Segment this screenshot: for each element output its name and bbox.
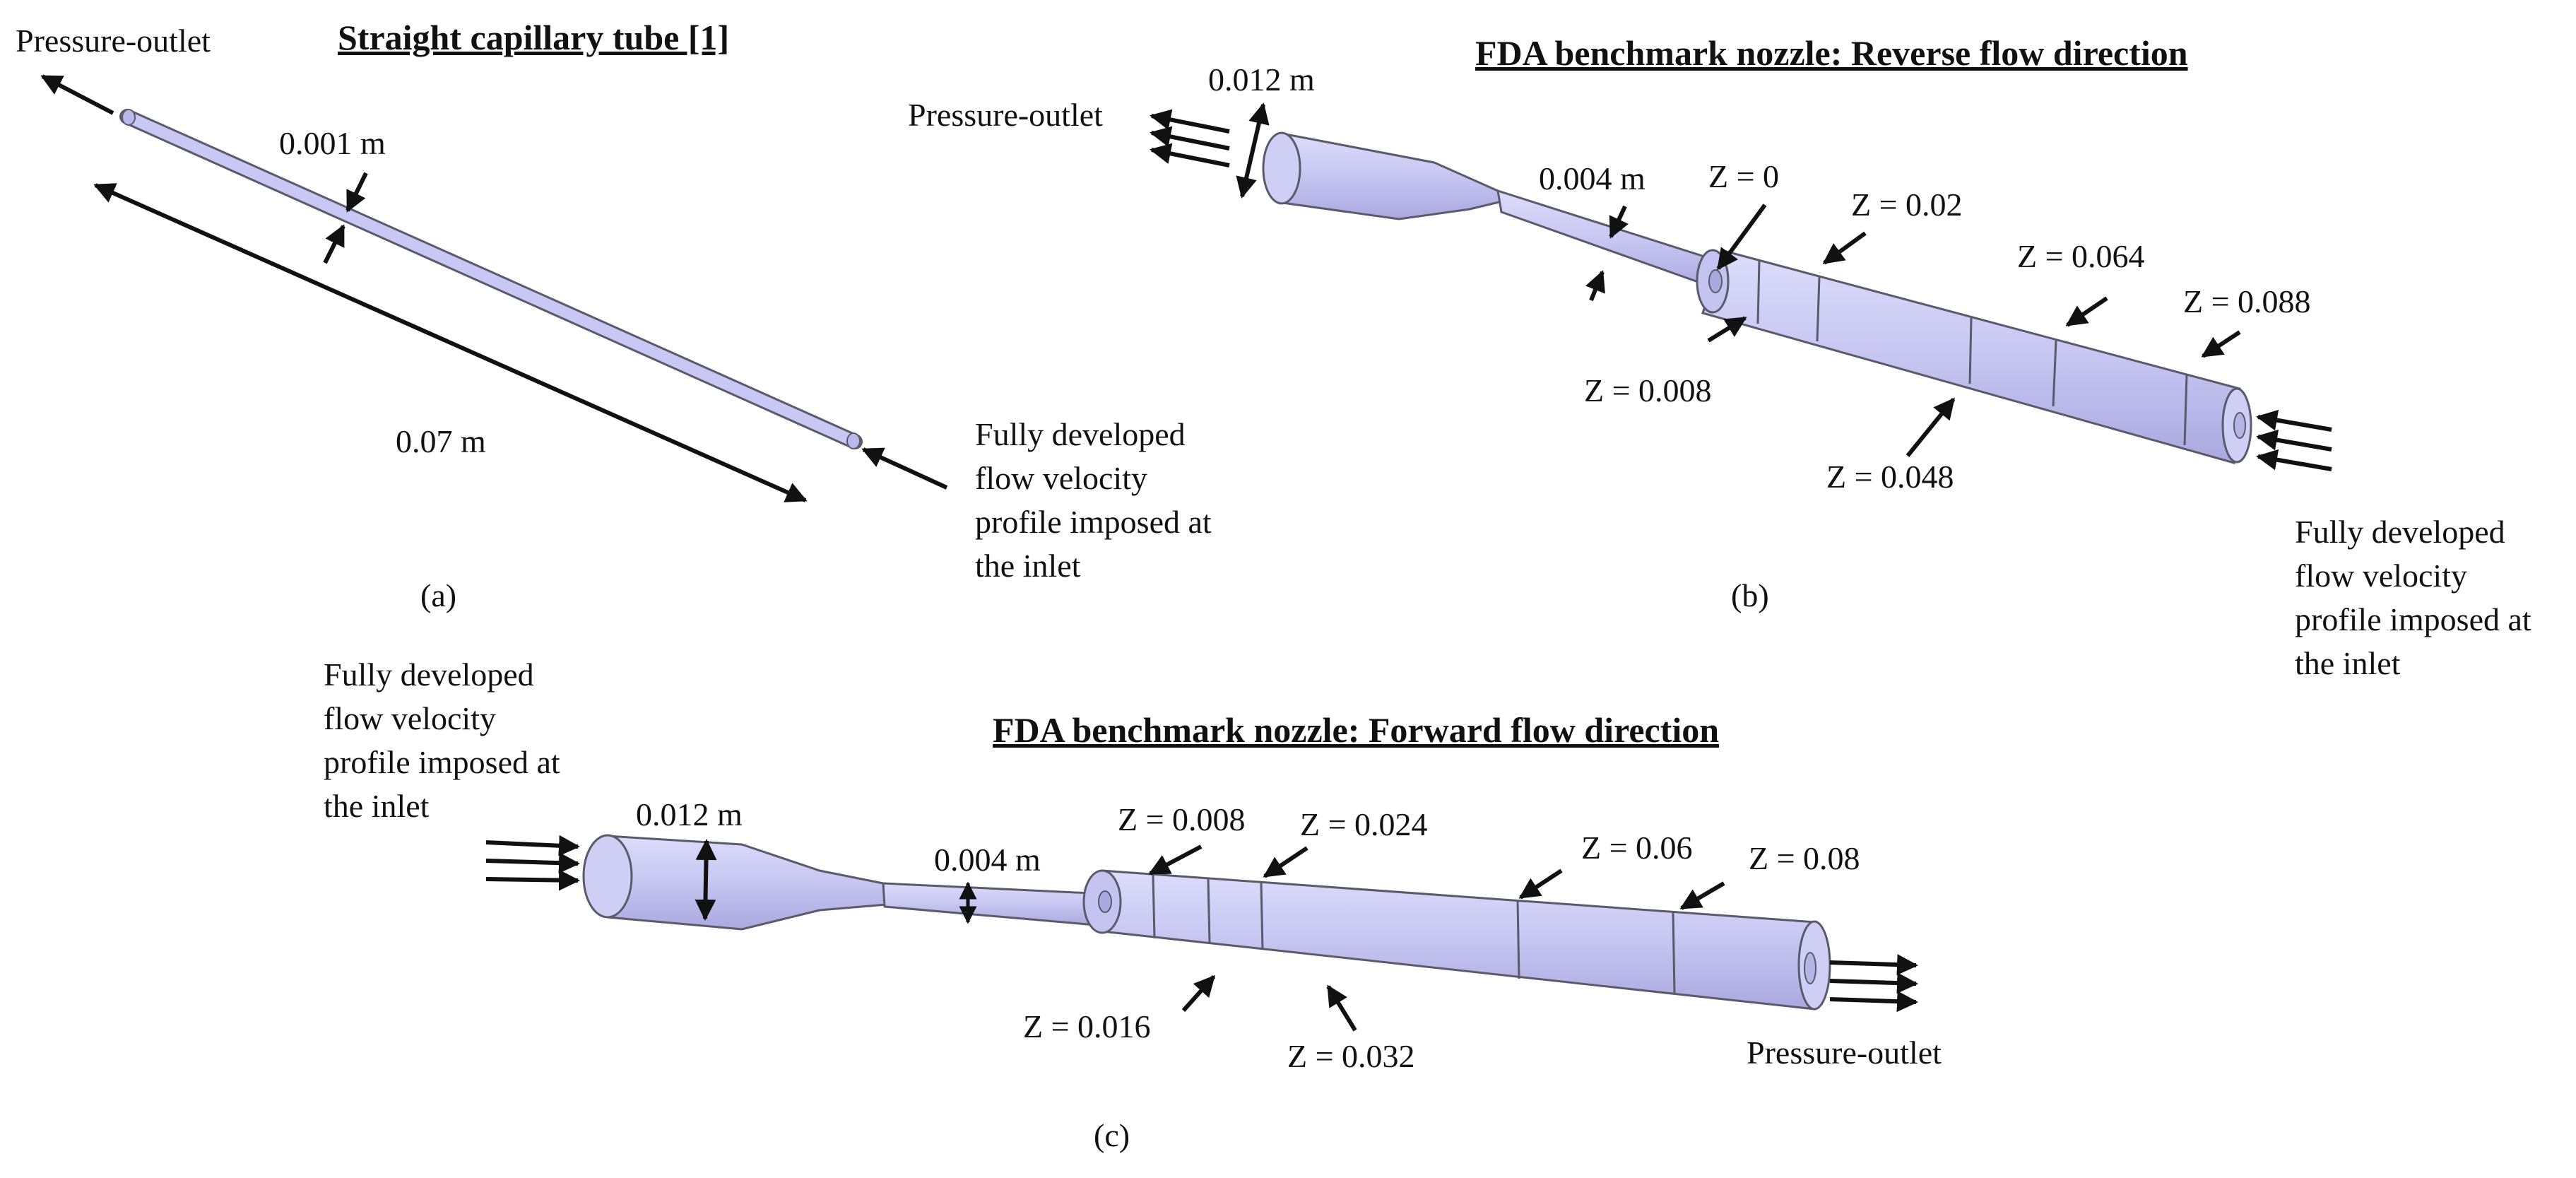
panel-b-diameter-small-arrow-top bbox=[1609, 205, 1629, 239]
panel-b-caption: (b) bbox=[1731, 577, 1769, 613]
panel-b-diameter-small-arrow-bottom bbox=[1585, 270, 1605, 302]
panel-c-z0008-arrow bbox=[1148, 844, 1203, 876]
panel-a-diameter-arrow-bottom bbox=[323, 224, 345, 264]
panel-c-z008-arrow bbox=[1679, 881, 1725, 910]
panel-b-diameter-large-arrow bbox=[1236, 102, 1270, 199]
panel-a-diameter-arrow-top bbox=[345, 172, 368, 213]
panel-c-outlet-label: Pressure-outlet bbox=[1747, 1035, 1942, 1071]
panel-b-title: FDA benchmark nozzle: Reverse flow direc… bbox=[1475, 33, 2188, 73]
panel-c-z006-label: Z = 0.06 bbox=[1581, 830, 1693, 866]
panel-b-z0-arrow bbox=[1716, 204, 1767, 271]
panel-c-z008-label: Z = 0.08 bbox=[1749, 840, 1860, 876]
panel-a-outlet-label: Pressure-outlet bbox=[16, 23, 211, 59]
panel-b-outlet-arrows bbox=[1150, 109, 1230, 167]
panel-b-z0064-arrow bbox=[2065, 296, 2108, 327]
panel-a-length-label: 0.07 m bbox=[396, 423, 486, 459]
panel-a-diameter-label: 0.001 m bbox=[279, 125, 386, 161]
panel-b-inlet-arrows bbox=[2256, 409, 2332, 471]
panel-c-z0016-label: Z = 0.016 bbox=[1023, 1008, 1151, 1044]
panel-c-diameter-small-label: 0.004 m bbox=[934, 842, 1041, 878]
panel-a-inlet-arrow bbox=[861, 447, 948, 490]
panel-c-inlet-label: Fully developed flow velocity profile im… bbox=[324, 656, 568, 824]
panel-b-z0-label: Z = 0 bbox=[1708, 158, 1779, 194]
panel-b-z0088-arrow bbox=[2201, 330, 2241, 358]
panel-b-z0008-label: Z = 0.008 bbox=[1584, 372, 1712, 408]
panel-c: FDA benchmark nozzle: Forward flow direc… bbox=[324, 656, 1942, 1153]
panel-a: Straight capillary tube [1] Pressure-out… bbox=[16, 18, 1219, 613]
panel-b-z002-label: Z = 0.02 bbox=[1851, 187, 1963, 223]
panel-b-outlet-label: Pressure-outlet bbox=[908, 97, 1103, 133]
panel-b-z0048-arrow bbox=[1906, 397, 1956, 457]
panel-c-z0024-label: Z = 0.024 bbox=[1300, 806, 1428, 842]
panel-b-z002-arrow bbox=[1822, 231, 1867, 265]
panel-a-caption: (a) bbox=[420, 577, 456, 613]
reverse-nozzle-body bbox=[1262, 131, 2252, 464]
panel-c-outlet-arrows bbox=[1829, 954, 1918, 1013]
panel-c-z0024-arrow bbox=[1263, 846, 1308, 878]
panel-a-length-arrow bbox=[93, 183, 808, 502]
panel-b-diameter-large-label: 0.012 m bbox=[1208, 61, 1315, 98]
panel-c-title: FDA benchmark nozzle: Forward flow direc… bbox=[993, 710, 1719, 750]
panel-b-inlet-label: Fully developed flow velocity profile im… bbox=[2295, 514, 2539, 681]
panel-c-z0016-arrow bbox=[1181, 974, 1216, 1013]
panel-c-z0032-arrow bbox=[1326, 984, 1357, 1032]
panel-b-z0064-label: Z = 0.064 bbox=[2017, 238, 2145, 274]
panel-a-title: Straight capillary tube [1] bbox=[338, 18, 729, 57]
panel-b-z0008-arrow bbox=[1707, 316, 1747, 343]
panel-b: FDA benchmark nozzle: Reverse flow direc… bbox=[908, 33, 2539, 681]
panel-c-z006-arrow bbox=[1518, 868, 1563, 900]
capillary-tube bbox=[119, 109, 863, 449]
panel-b-z0048-label: Z = 0.048 bbox=[1826, 459, 1954, 495]
panel-b-diameter-small-label: 0.004 m bbox=[1539, 160, 1646, 196]
panel-c-z0008-label: Z = 0.008 bbox=[1118, 801, 1246, 837]
panel-c-diameter-large-arrow bbox=[695, 839, 717, 921]
panel-a-inlet-label: Fully developed flow velocity profile im… bbox=[975, 416, 1219, 584]
panel-c-caption: (c) bbox=[1094, 1117, 1130, 1153]
panel-a-outlet-arrow bbox=[40, 74, 114, 115]
panel-c-inlet-arrows bbox=[485, 835, 580, 891]
panel-c-diameter-large-label: 0.012 m bbox=[636, 796, 743, 832]
panel-b-z0088-label: Z = 0.088 bbox=[2183, 283, 2311, 319]
forward-nozzle-body bbox=[582, 834, 1831, 1011]
panel-c-z0032-label: Z = 0.032 bbox=[1287, 1038, 1415, 1074]
